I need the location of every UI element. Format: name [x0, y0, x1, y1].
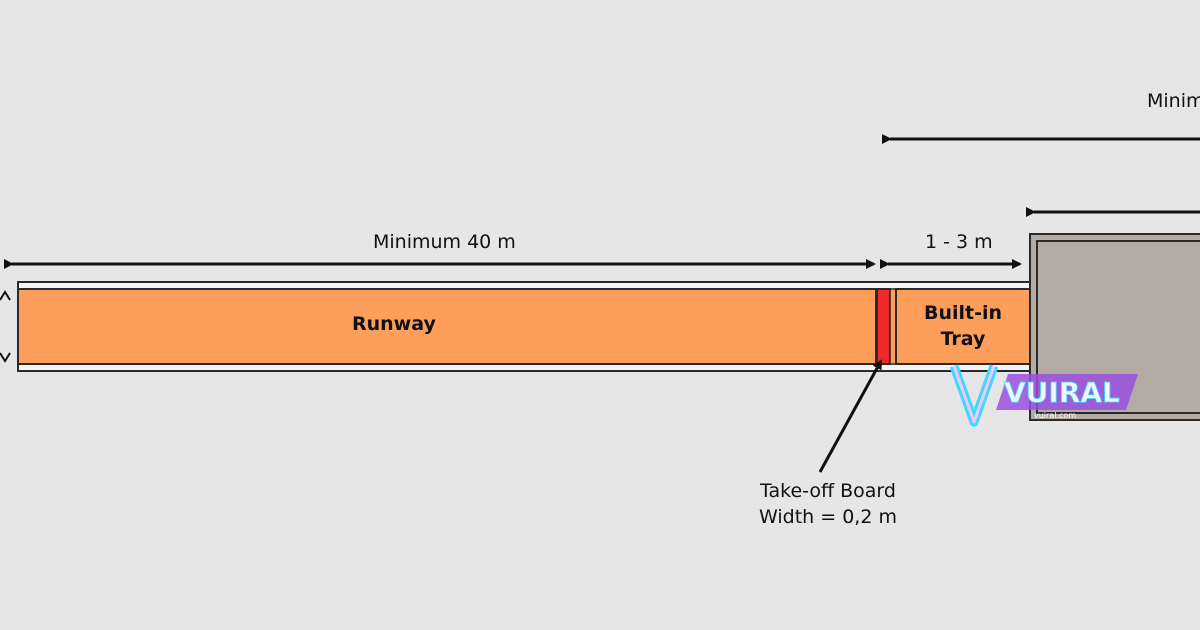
takeoff-board-callout-arrow	[818, 359, 883, 473]
tray-label: Built-in Tray	[898, 300, 1028, 352]
left-edge-arrow-down	[0, 352, 11, 363]
tray-label-line2: Tray	[940, 328, 986, 350]
tray-label-line1: Built-in	[923, 302, 1003, 324]
runway-label: Runway	[352, 313, 436, 335]
runway	[17, 288, 877, 365]
top-dimension-label: Minim	[1147, 90, 1200, 112]
takeoff-board	[876, 288, 891, 365]
board-to-pit-label: 1 - 3 m	[925, 231, 993, 253]
watermark-brand: VUIRAL	[1004, 376, 1120, 409]
built-in-tray	[895, 288, 1031, 365]
callout-line2: Width = 0,2 m	[759, 506, 897, 528]
vuiral-watermark-logo: VUIRAL vuiral.com	[949, 364, 1138, 427]
watermark-url: vuiral.com	[1034, 411, 1076, 420]
callout-line1: Take-off Board	[760, 480, 896, 502]
takeoff-board-callout: Take-off Board Width = 0,2 m	[738, 478, 918, 530]
left-edge-arrow-up	[0, 290, 11, 301]
runway-length-label: Minimum 40 m	[373, 231, 516, 253]
